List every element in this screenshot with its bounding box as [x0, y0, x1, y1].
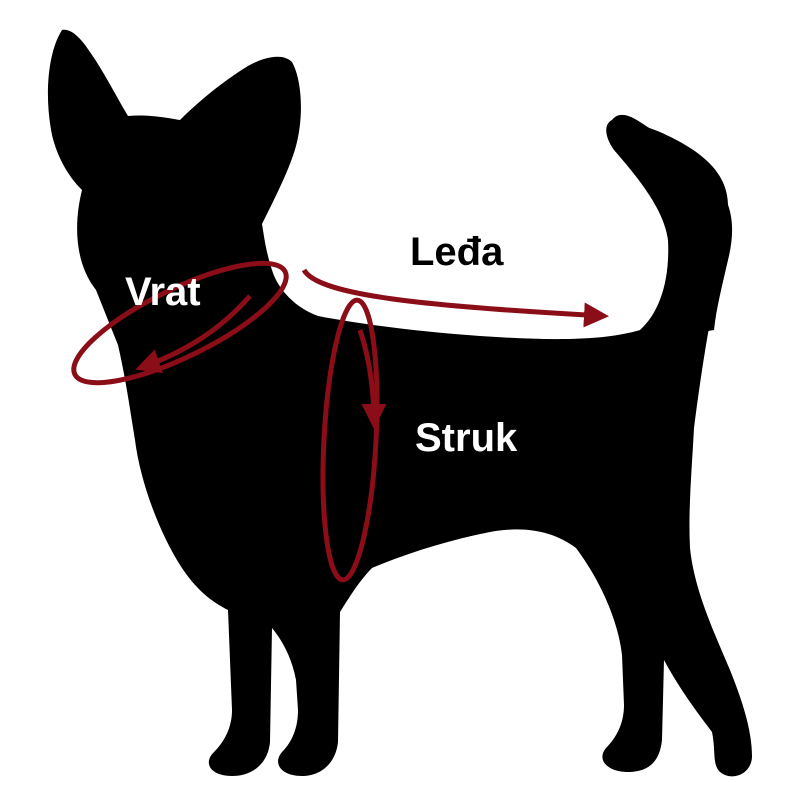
waist-label: Struk — [415, 416, 518, 460]
neck-label: Vrat — [125, 270, 201, 314]
back-label: Leđa — [410, 230, 504, 274]
neck-loop-arrow-icon — [71, 260, 289, 386]
back-length-arrow-icon — [301, 268, 609, 328]
waist-loop-arrow-icon — [320, 297, 387, 583]
dog-silhouette-icon — [47, 29, 752, 777]
